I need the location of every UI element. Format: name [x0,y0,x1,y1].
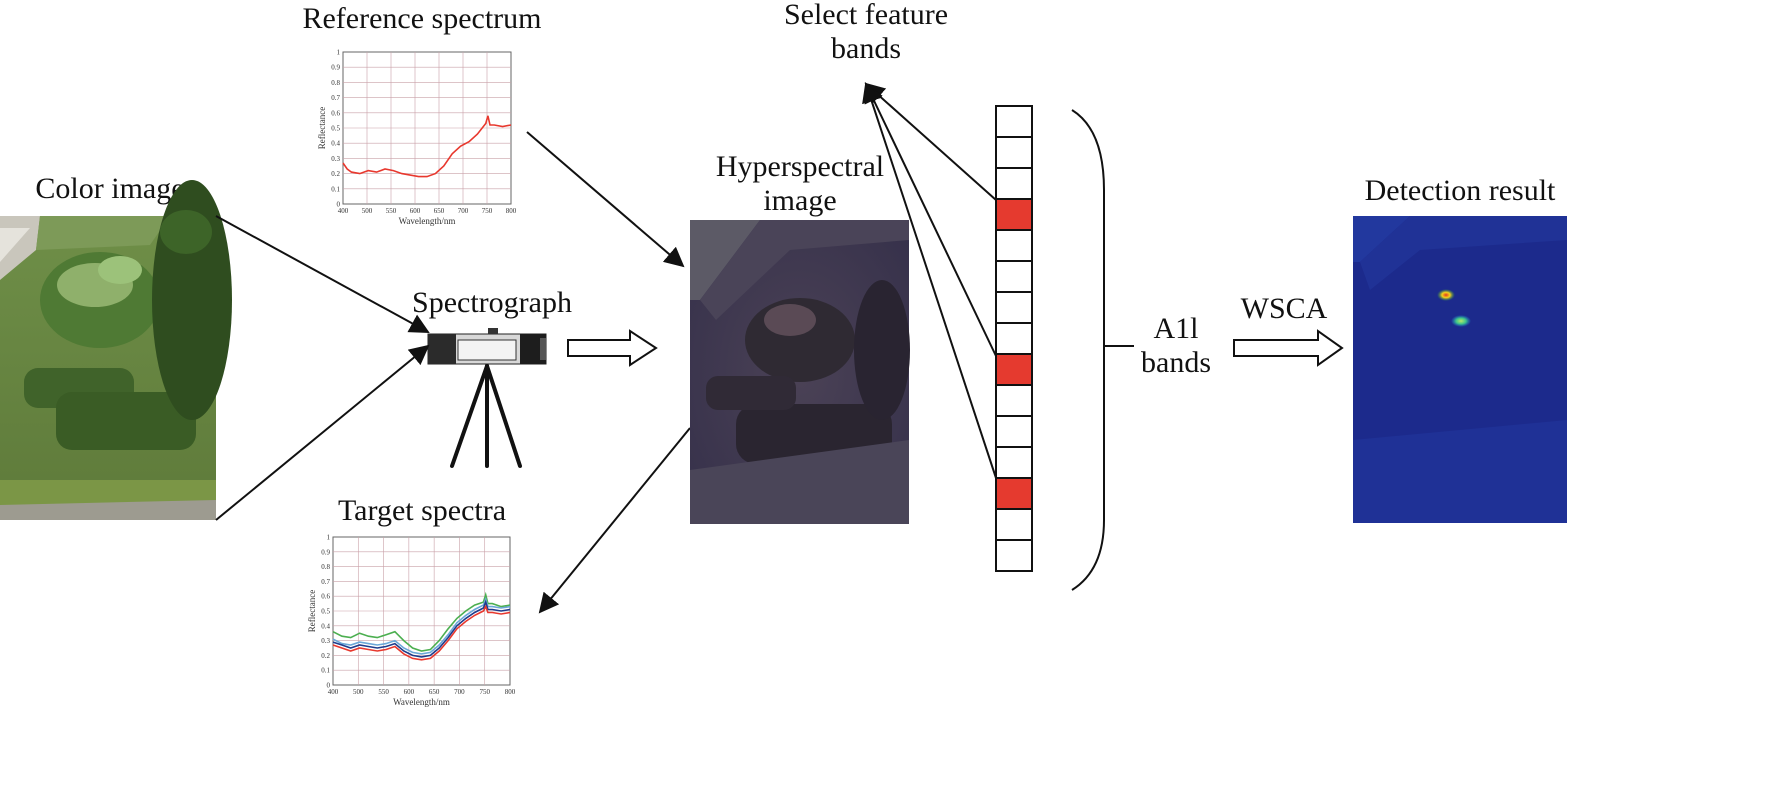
band-cell [995,415,1033,448]
y-tick-label: 0.2 [321,652,330,660]
x-tick-label: 650 [434,207,445,215]
y-tick-label: 0.5 [321,608,330,616]
x-tick-label: 800 [505,688,516,696]
y-tick-label: 0.1 [321,667,330,675]
band-cell-selected [995,198,1033,231]
y-tick-label: 0.4 [321,622,330,630]
x-tick-label: 550 [378,688,389,696]
x-tick-label: 750 [482,207,493,215]
hyperspectral-title-line2: image [763,184,836,217]
x-tick-label: 700 [458,207,469,215]
band-cell [995,105,1033,138]
x-axis-label: Wavelength/nm [399,216,456,226]
y-tick-label: 0.8 [331,79,340,87]
band-cell [995,539,1033,572]
arrow-band-3-to-select [864,82,997,201]
series-line [342,115,512,178]
color-image-photo [0,180,232,520]
y-axis-label: Reflectance [317,107,327,149]
arrow-image-to-spectrograph-bottom [215,344,430,521]
series-line [332,591,511,652]
band-cell [995,322,1033,355]
x-tick-label: 700 [454,688,465,696]
band-cell [995,508,1033,541]
y-tick-label: 0.8 [321,563,330,571]
band-cell [995,167,1033,200]
color-image-title: Color image [35,172,184,205]
arrow-hyperspectral-to-target [538,427,691,614]
spectrograph-camera-icon [427,328,547,365]
target-spectra-chart: 400 500 550 600 650 700 750 800 0 0.1 0.2 0.3 0.4 0.5… [307,534,516,708]
x-tick-label: 500 [353,688,364,696]
arrow-band-12-to-select [862,82,997,479]
tripod-icon [450,364,522,468]
band-cell [995,136,1033,169]
detection-result-image [1353,216,1567,523]
hollow-arrow-wsca [1233,329,1344,367]
y-tick-label: 0 [327,682,331,690]
y-tick-label: 1 [327,534,331,542]
y-tick-label: 0.1 [331,185,340,193]
y-tick-label: 0.7 [321,578,330,586]
y-tick-label: 0.3 [331,155,340,163]
x-tick-label: 750 [479,688,490,696]
band-cell [995,446,1033,479]
y-axis-label: Reflectance [307,590,317,632]
arrow-band-8-to-select [864,82,997,357]
band-cell [995,291,1033,324]
hyperspectral-title-line1: Hyperspectral [716,150,884,183]
hyperspectral-image [690,220,910,524]
x-tick-label: 500 [362,207,373,215]
band-cell-selected [995,477,1033,510]
x-axis-label: Wavelength/nm [393,697,450,707]
select-feature-line2: bands [831,32,901,65]
series-line [332,604,511,661]
x-tick-label: 800 [506,207,517,215]
y-tick-label: 1 [337,49,341,57]
y-tick-label: 0.4 [331,140,340,148]
wsca-label: WSCA [1241,292,1328,325]
right-brace [1071,109,1105,591]
spectrograph-title: Spectrograph [412,286,572,319]
x-tick-label: 400 [328,688,339,696]
y-tick-label: 0.7 [331,94,340,102]
band-cell [995,384,1033,417]
band-cell-selected [995,353,1033,386]
y-tick-label: 0.9 [321,548,330,556]
band-cell [995,260,1033,293]
series-line [332,596,511,655]
x-tick-label: 600 [404,688,415,696]
reference-spectrum-chart: 400 500 550 600 650 700 750 800 0 0.1 0.2 0.3 0.4 0.5… [317,49,517,227]
y-tick-label: 0.6 [321,593,330,601]
y-tick-label: 0.9 [331,64,340,72]
reference-spectrum-title: Reference spectrum [302,2,541,35]
arrow-reference-to-hyperspectral [526,131,685,268]
x-tick-label: 400 [338,207,349,215]
series-line [332,599,511,658]
arrow-image-to-spectrograph-top [215,215,430,333]
detection-result-title: Detection result [1365,174,1556,207]
y-tick-label: 0.5 [331,125,340,133]
x-tick-label: 550 [386,207,397,215]
y-tick-label: 0.6 [331,109,340,117]
band-strip [995,105,1033,572]
all-bands-line1: A1l [1154,312,1199,345]
y-tick-label: 0.3 [321,637,330,645]
y-tick-label: 0.2 [331,170,340,178]
target-spectra-title: Target spectra [338,494,506,527]
all-bands-line2: bands [1141,346,1211,379]
hollow-arrow-to-hyperspectral [567,329,658,367]
band-cell [995,229,1033,262]
x-tick-label: 650 [429,688,440,696]
select-feature-line1: Select feature [784,0,948,31]
y-tick-label: 0 [337,201,341,209]
x-tick-label: 600 [410,207,421,215]
